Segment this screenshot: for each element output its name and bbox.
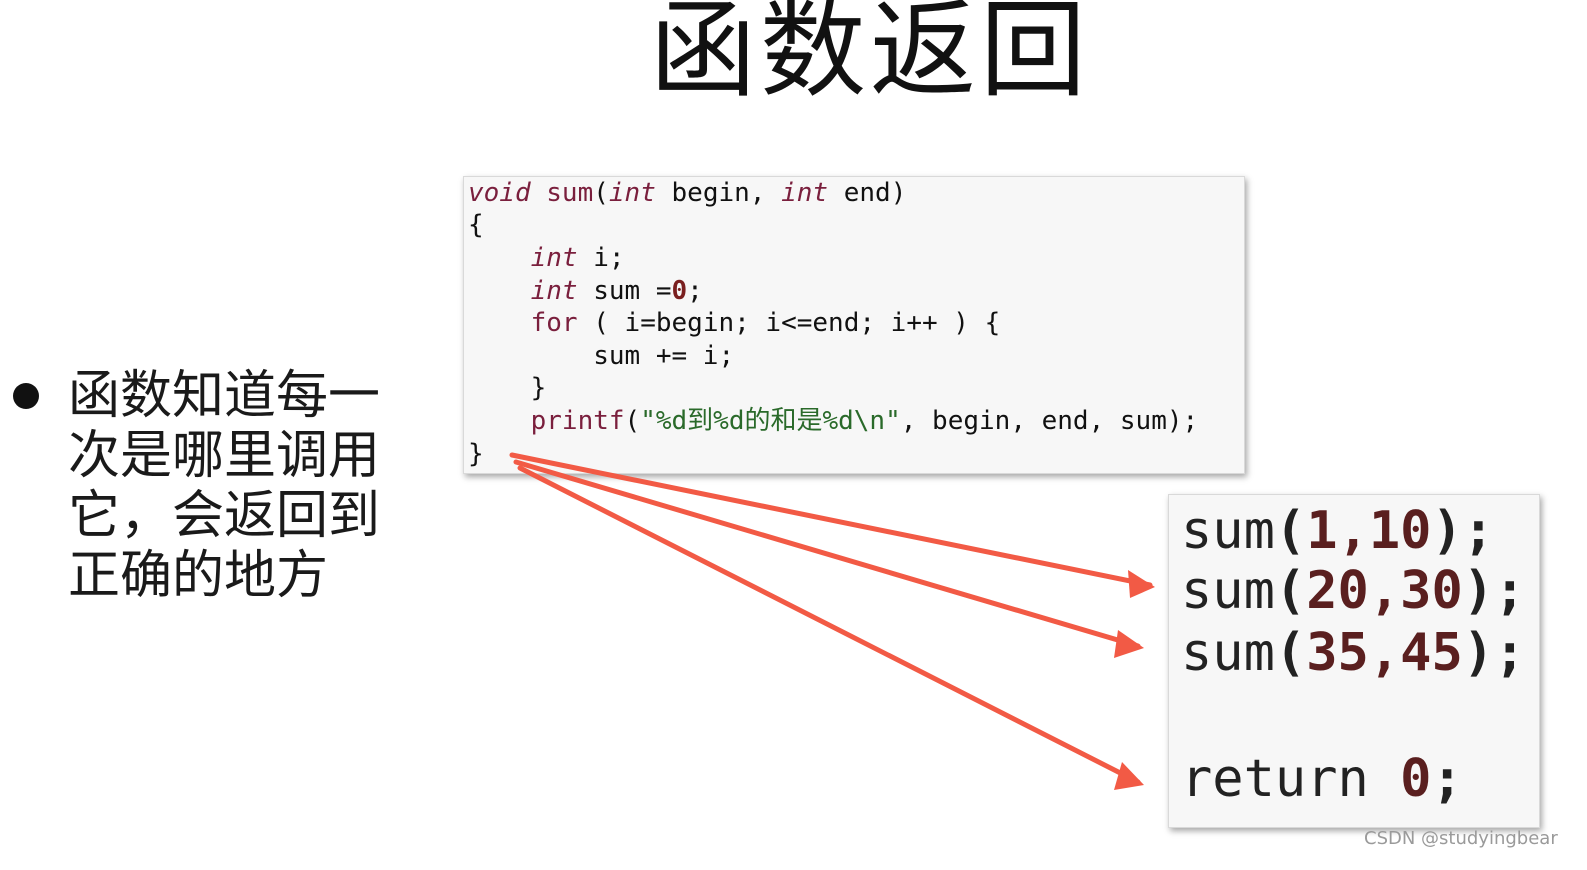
slide-title: 函数返回 [650,0,1090,112]
code-line-5: for ( i=begin; i<=end; i++ ) { [468,307,1001,339]
code-line-7: } [468,373,547,403]
code-indent [468,243,531,273]
call-function: return [1181,749,1369,809]
call-paren: ); [1462,623,1526,683]
code-function-name: sum [546,178,594,208]
call-paren: ( [1274,561,1307,621]
code-text: ; [687,276,703,306]
code-snippet: void sum(int begin, int end) { int i; in… [463,176,1245,474]
watermark: CSDN @studyingbear [1364,828,1558,849]
code-keyword: int [781,178,829,208]
code-line-8: printf("%d到%d的和是%d\n", begin, end, sum); [468,405,1199,437]
call-paren: ); [1431,501,1495,561]
call-function: sum [1181,561,1275,621]
code-text: begin, [655,178,782,208]
call-line-2: sum(20,30); [1181,561,1525,621]
code-indent [468,276,531,306]
code-string: "%d到%d的和是%d\n" [640,406,901,436]
code-line-3: int i; [468,242,625,274]
call-args: 35,45 [1306,623,1463,683]
code-line-2: { [468,210,484,240]
call-function: sum [1181,501,1275,561]
arrow-to-return [517,465,1141,785]
call-paren: ( [1274,623,1307,683]
code-text: end) [828,178,907,208]
code-text: , begin, end, sum); [900,406,1199,436]
call-args: 20,30 [1306,561,1463,621]
code-line-6: sum += i; [468,341,735,371]
code-text: ( [624,406,641,436]
code-text: ( i=begin; i<=end; i++ ) { [577,308,1001,338]
code-text: i; [577,243,625,273]
call-paren: ); [1462,561,1526,621]
arrow-to-call-2 [513,459,1141,649]
arrow-to-call-1 [509,452,1153,588]
code-line-9: } [468,439,484,469]
arrowhead-call-2 [1114,630,1144,658]
code-text: ( [593,178,609,208]
code-keyword: int [530,276,578,306]
call-args: 1,10 [1306,501,1432,561]
call-function: sum [1181,623,1275,683]
code-line-1: void sum(int begin, int end) [468,177,906,209]
call-paren: ; [1431,749,1463,809]
code-indent [468,406,531,436]
arrowhead-call-1 [1128,570,1155,598]
code-keyword: for [530,308,578,338]
call-line-3: sum(35,45); [1181,623,1525,683]
arrowhead-return [1114,762,1144,790]
code-number: 0 [671,276,688,306]
call-space [1369,749,1400,809]
code-indent [468,308,531,338]
bullet-text: 函数知道每一次是哪里调用它，会返回到正确的地方 [68,366,381,606]
call-sites-box: sum(1,10); sum(20,30); sum(35,45); retur… [1168,494,1540,828]
code-function-name: printf [530,406,625,436]
bullet-icon [8,378,44,414]
call-line-4: return 0; [1181,749,1463,809]
code-space [531,178,547,208]
code-line-4: int sum =0; [468,275,703,307]
bullet-dot [13,383,39,409]
code-keyword: int [530,243,578,273]
code-keyword: void [468,178,531,208]
code-text: sum = [577,276,672,306]
code-keyword: int [608,178,656,208]
call-args: 0 [1400,749,1432,809]
call-paren: ( [1274,501,1307,561]
call-line-1: sum(1,10); [1181,501,1494,561]
